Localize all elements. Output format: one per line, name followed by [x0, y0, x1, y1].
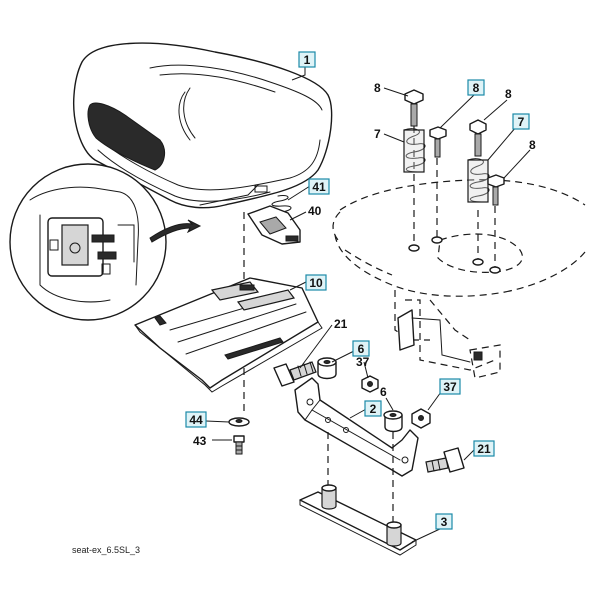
callout-1[interactable]: 1	[298, 51, 316, 68]
svg-text:8: 8	[529, 138, 536, 152]
bolt-43	[233, 435, 245, 455]
nut-37-left	[361, 375, 379, 393]
callout-6-right: 6	[380, 385, 387, 399]
callout-8-a: 8	[374, 81, 381, 95]
callout-8-c: 8	[505, 87, 512, 101]
seat-plate-10	[134, 277, 323, 393]
bolt-21-right	[425, 447, 465, 473]
base-plate-3	[299, 484, 417, 556]
svg-text:41: 41	[312, 180, 326, 194]
latch-rod	[397, 309, 483, 363]
callout-10[interactable]: 10	[305, 274, 327, 291]
svg-text:40: 40	[308, 204, 322, 218]
svg-text:7: 7	[518, 115, 525, 129]
svg-text:8: 8	[505, 87, 512, 101]
svg-text:37: 37	[356, 355, 370, 369]
callout-8-b[interactable]: 8	[467, 79, 485, 96]
latch-bracket-40	[247, 205, 301, 245]
svg-text:21: 21	[334, 317, 348, 331]
washer-44	[228, 417, 250, 427]
svg-text:3: 3	[441, 515, 448, 529]
svg-text:8: 8	[473, 81, 480, 95]
svg-text:8: 8	[374, 81, 381, 95]
svg-text:6: 6	[358, 342, 365, 356]
svg-text:2: 2	[370, 402, 377, 416]
nut-37-right	[411, 408, 431, 429]
svg-text:6: 6	[380, 385, 387, 399]
spacer-6-left	[317, 357, 337, 380]
bolt-8-c	[469, 119, 487, 157]
callout-3[interactable]: 3	[435, 513, 453, 530]
figure-caption: seat-ex_6.5SL_3	[72, 545, 140, 555]
callout-8-d: 8	[529, 138, 536, 152]
callout-44[interactable]: 44	[185, 411, 207, 428]
svg-text:37: 37	[443, 380, 457, 394]
callout-40: 40	[308, 204, 322, 218]
spring-7-b	[467, 158, 490, 203]
bolt-8-d	[487, 174, 505, 206]
bolt-8-a	[404, 89, 424, 127]
callout-37-left: 37	[356, 355, 370, 369]
callout-41[interactable]: 41	[308, 178, 330, 195]
callout-37-right[interactable]: 37	[439, 378, 461, 395]
callout-7-a: 7	[374, 127, 381, 141]
tractor-frame-dashed	[332, 179, 586, 379]
spring-7-a	[403, 128, 426, 173]
seat-assembly	[73, 42, 333, 209]
callout-7-b[interactable]: 7	[512, 113, 530, 130]
latch-detail-inset	[9, 163, 202, 321]
bolt-8-b	[429, 126, 447, 158]
callout-21-left: 21	[334, 317, 348, 331]
callout-6-left[interactable]: 6	[352, 340, 370, 357]
svg-text:43: 43	[193, 434, 207, 448]
svg-text:21: 21	[477, 442, 491, 456]
callout-43: 43	[193, 434, 207, 448]
frame-holes	[408, 236, 501, 274]
callout-2[interactable]: 2	[364, 400, 382, 417]
spacer-6-right	[383, 410, 403, 433]
bolt-21-left	[273, 361, 317, 387]
pivot-bracket-2	[294, 377, 419, 477]
callout-21-right[interactable]: 21	[473, 440, 495, 457]
svg-text:44: 44	[189, 413, 203, 427]
svg-text:7: 7	[374, 127, 381, 141]
svg-text:1: 1	[304, 53, 311, 67]
svg-text:10: 10	[309, 276, 323, 290]
